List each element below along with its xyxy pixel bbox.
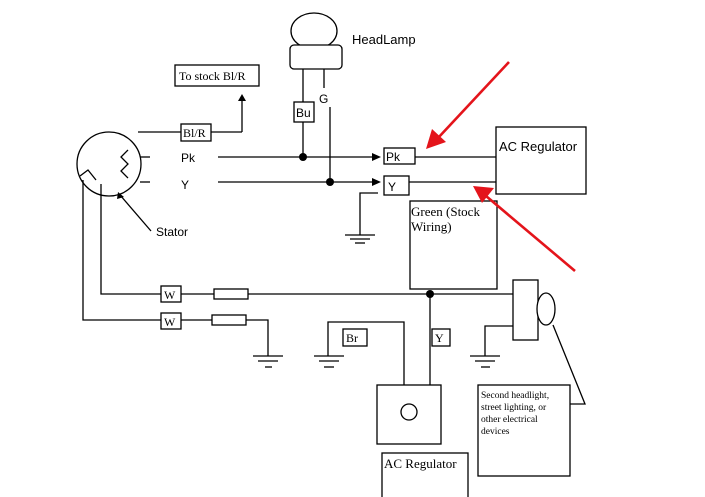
junction-y	[326, 178, 334, 186]
w2-connector	[160, 312, 182, 330]
g-label: G	[319, 92, 328, 106]
green-stock-wiring-box	[409, 200, 498, 290]
br-label: Br	[346, 331, 358, 345]
to-stock-label: To stock Bl/R	[179, 69, 246, 83]
wire-w1-left	[100, 184, 161, 295]
stator-symbol	[76, 131, 142, 197]
second-label-3: other electrical	[481, 415, 538, 425]
to-stock-box	[174, 64, 260, 87]
second-headlight-box	[477, 384, 571, 477]
bu-label: Bu	[296, 106, 311, 120]
ac-regulator-bottom	[381, 452, 469, 497]
regulator-knob	[400, 403, 418, 421]
headlamp	[289, 12, 343, 70]
bl-r-label: Bl/R	[183, 126, 206, 140]
green-label-1: Green (Stock	[411, 204, 480, 219]
to-stock-arrowhead	[238, 94, 246, 101]
y-box-label: Y	[388, 180, 396, 194]
stator-label: Stator	[156, 225, 188, 239]
resistor-2	[211, 314, 247, 326]
ac-regulator-bottom-label: AC Regulator	[384, 456, 457, 471]
red-arrow-upper	[426, 61, 510, 149]
y-bottom-label: Y	[435, 331, 444, 345]
second-headlight-pointer	[552, 324, 586, 405]
wire-w2-left	[82, 180, 161, 321]
junction-pk	[299, 153, 307, 161]
headlamp-label: HeadLamp	[352, 32, 416, 47]
bu-connector	[293, 101, 315, 123]
green-label-2: Wiring)	[411, 219, 452, 234]
y-connector	[383, 175, 410, 196]
second-headlight	[512, 279, 556, 341]
wire-br	[327, 321, 405, 385]
second-label-4: devices	[481, 427, 510, 437]
pk-left-label: Pk	[181, 151, 196, 165]
second-label-1: Second headlight,	[481, 391, 549, 401]
red-arrow-lower	[473, 186, 576, 272]
w2-label: W	[164, 315, 176, 329]
y-bottom-connector	[431, 328, 451, 347]
y-left-label: Y	[181, 178, 189, 192]
ac-regulator-top-label: AC Regulator	[499, 139, 578, 154]
resistor-1	[213, 288, 249, 300]
second-label-2: street lighting, or	[481, 403, 547, 413]
br-connector	[342, 328, 368, 347]
pk-box-label: Pk	[386, 150, 401, 164]
stator-pointer	[119, 194, 152, 232]
ac-regulator-top	[495, 126, 587, 195]
w1-label: W	[164, 288, 176, 302]
pk-connector	[383, 147, 416, 165]
